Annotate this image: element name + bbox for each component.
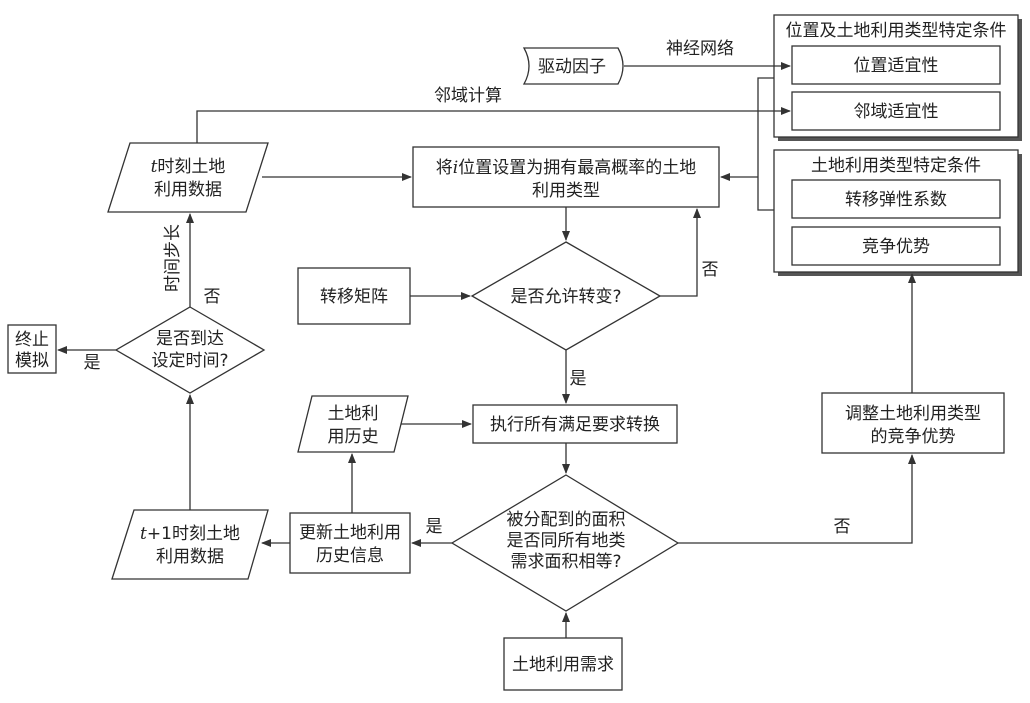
conversion-elasticity-label: 转移弹性系数: [845, 190, 947, 210]
no-time-label: 否: [204, 287, 221, 307]
area-equal-decision: 被分配到的面积 是否同所有地类 需求面积相等?: [450, 474, 680, 612]
update-line2: 历史信息: [316, 546, 384, 566]
reach-time-line1: 是否到达: [156, 329, 224, 349]
arrow-allow-no: [660, 208, 701, 297]
competitive-advantage-box: [791, 226, 1001, 266]
time-step-label: 时间步长: [163, 224, 183, 292]
update-history-node: 更新土地利用 历史信息: [289, 512, 411, 574]
assign-max-prob-node: 将i位置设置为拥有最高概率的土地 利用类型: [412, 146, 720, 208]
assign-line2: 利用类型: [532, 181, 600, 201]
neighborhood-suitability-label: 邻域适宜性: [854, 102, 939, 122]
transition-matrix-label: 转移矩阵: [320, 287, 388, 307]
adjust-advantage-node: 调整土地利用类型 的竞争优势: [821, 392, 1005, 454]
adjust-line1: 调整土地利用类型: [845, 404, 981, 424]
conditions-bracket: [757, 77, 774, 211]
neighborhood-calc-label: 邻域计算: [434, 86, 502, 106]
svg-text:t+1时刻土地: t+1时刻土地: [140, 524, 240, 544]
reach-set-time-decision: 是否到达 设定时间?: [114, 306, 266, 394]
t1-landuse-line2: 利用数据: [156, 547, 224, 567]
landuse-history-node: 土地利 用历史: [297, 395, 409, 453]
t-landuse-line2: 利用数据: [154, 180, 222, 200]
landuse-conditions-group: 土地利用类型特定条件 转移弹性系数 竞争优势: [773, 149, 1022, 276]
stop-simulation-node: 终止 模拟: [7, 324, 57, 374]
location-suitability-box: [791, 45, 1001, 85]
execute-transitions-label: 执行所有满足要求转换: [490, 415, 660, 435]
area-line3: 需求面积相等?: [510, 552, 621, 572]
location-group-title: 位置及土地利用类型特定条件: [786, 21, 1007, 41]
allow-transition-label: 是否允许转变?: [510, 287, 621, 307]
competitive-advantage-label: 竞争优势: [862, 237, 930, 257]
location-suitability-label: 位置适宜性: [854, 56, 939, 76]
conversion-elasticity-box: [791, 179, 1001, 219]
location-conditions-group: 位置及土地利用类型特定条件 位置适宜性 邻域适宜性: [773, 14, 1022, 141]
t1-variable: t: [140, 524, 147, 544]
history-line2: 用历史: [328, 427, 379, 447]
execute-transitions-node: 执行所有满足要求转换: [472, 404, 678, 444]
history-line1: 土地利: [328, 404, 379, 424]
driving-factors-label: 驱动因子: [538, 57, 606, 77]
t-variable: t: [151, 157, 158, 177]
reach-time-line2: 设定时间?: [151, 351, 228, 371]
no-transition-label: 否: [702, 260, 719, 280]
neighborhood-suitability-box: [791, 91, 1001, 131]
adjust-line2: 的竞争优势: [871, 427, 956, 447]
t1-landuse-line1: +1时刻土地: [147, 524, 240, 544]
arrow-area-no: [678, 454, 916, 544]
update-line1: 更新土地利用: [299, 523, 401, 543]
driving-factors-node: 驱动因子: [522, 47, 624, 85]
landuse-demand-node: 土地利用需求: [503, 637, 623, 691]
t-landuse-data-node: t时刻土地 利用数据: [107, 142, 269, 213]
t-landuse-line1: 时刻土地: [157, 157, 225, 177]
area-line1: 被分配到的面积: [507, 510, 626, 530]
landuse-demand-label: 土地利用需求: [512, 655, 614, 675]
svg-text:t时刻土地: t时刻土地: [151, 157, 226, 177]
assign-suffix: 位置设置为拥有最高概率的土地: [458, 158, 696, 178]
yes-transition-label: 是: [570, 369, 587, 389]
landuse-group-title: 土地利用类型特定条件: [811, 156, 981, 176]
area-line2: 是否同所有地类: [507, 531, 626, 551]
connectors: [57, 62, 916, 638]
no-area-label: 否: [834, 517, 851, 537]
arrow-t-to-neighborhood: [196, 107, 791, 143]
svg-text:将i位置设置为拥有最高概率的土地: 将i位置设置为拥有最高概率的土地: [436, 158, 696, 178]
t1-landuse-data-node: t+1时刻土地 利用数据: [111, 509, 269, 580]
stop-line2: 模拟: [15, 351, 49, 371]
allow-transition-decision: 是否允许转变?: [470, 241, 662, 351]
transition-matrix-node: 转移矩阵: [297, 267, 411, 325]
assign-prefix: 将: [436, 158, 453, 178]
yes-stop-label: 是: [84, 353, 101, 373]
stop-line1: 终止: [15, 330, 49, 350]
edge-labels: 神经网络 邻域计算 时间步长 否 是 否 是 是 否: [84, 39, 851, 537]
neural-network-label: 神经网络: [666, 39, 734, 59]
yes-area-label: 是: [426, 517, 443, 537]
i-variable: i: [453, 158, 458, 178]
